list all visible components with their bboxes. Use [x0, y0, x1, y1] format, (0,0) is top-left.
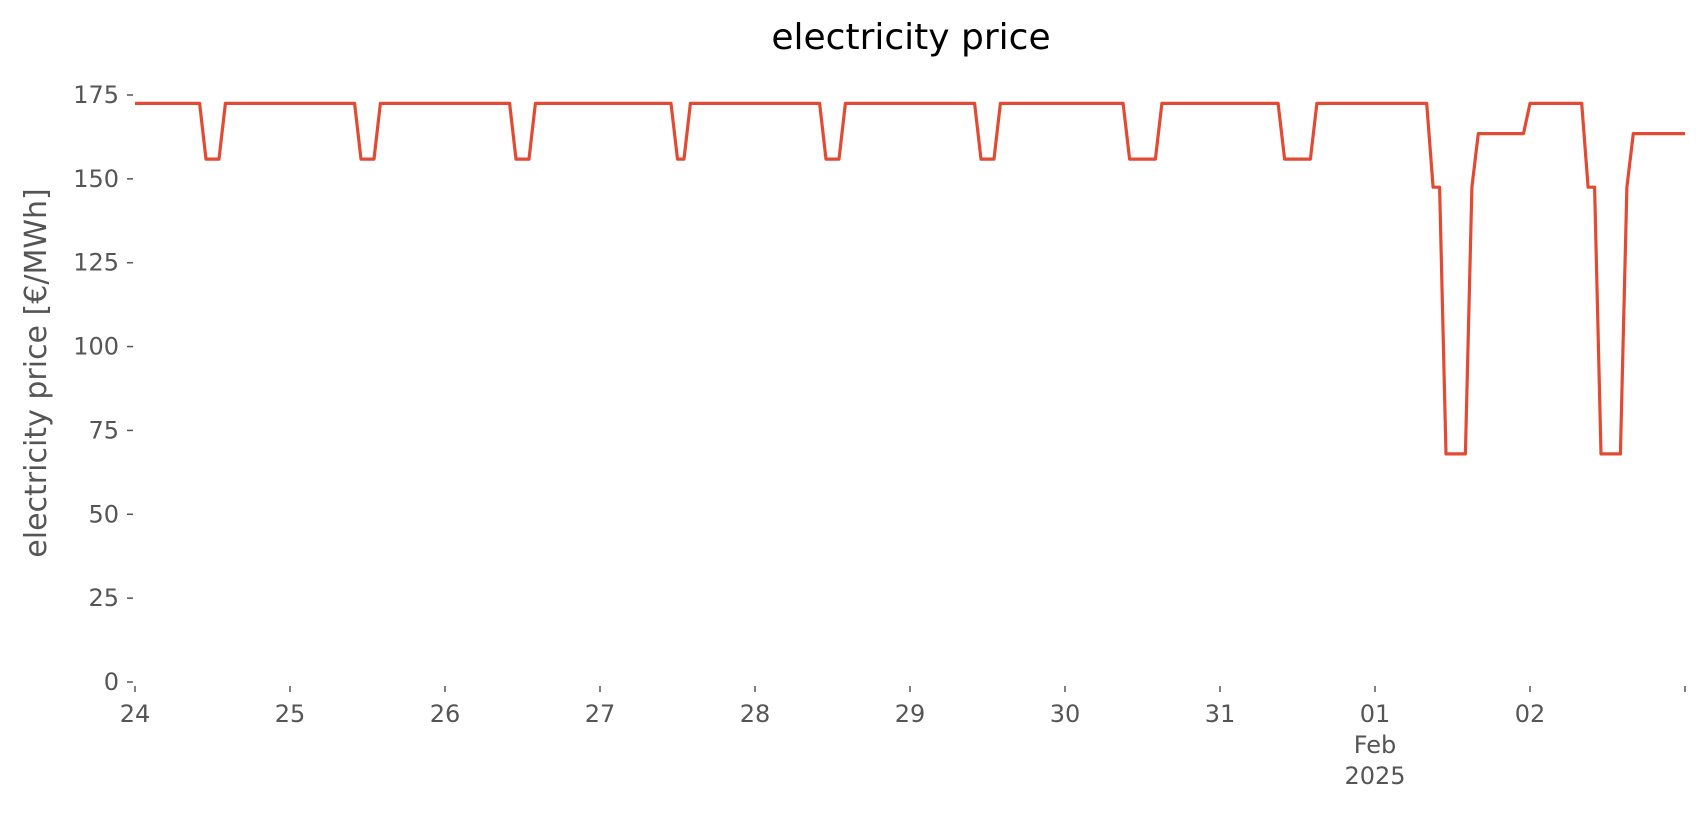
x-tick-label: 25 — [275, 700, 306, 728]
x-tick-label-line: 26 — [430, 700, 461, 728]
x-tick-label: 02 — [1515, 700, 1546, 728]
x-tick-label-line: 31 — [1205, 700, 1236, 728]
x-tick-label: 28 — [740, 700, 771, 728]
y-tick-label: 125 — [73, 249, 119, 277]
y-tick-label: 50 — [88, 500, 119, 528]
x-tick-label-line: 2025 — [1344, 762, 1405, 790]
y-tick-label: 0 — [104, 668, 119, 696]
x-tick-label-line: 01 — [1360, 700, 1391, 728]
x-tick-label: 30 — [1050, 700, 1081, 728]
y-tick-label: 75 — [88, 416, 119, 444]
x-tick-label-line: 29 — [895, 700, 926, 728]
x-tick-label: 29 — [895, 700, 926, 728]
x-tick-label-line: 30 — [1050, 700, 1081, 728]
x-tick-label-line: Feb — [1354, 731, 1397, 759]
x-tick-label: 26 — [430, 700, 461, 728]
price-line — [135, 101, 1685, 456]
x-tick-label: 27 — [585, 700, 616, 728]
y-axis-label: electricity price [€/MWh] — [19, 188, 54, 557]
x-tick-label-line: 27 — [585, 700, 616, 728]
y-tick-label: 175 — [73, 81, 119, 109]
y-tick-label: 100 — [73, 333, 119, 361]
x-tick-label-line: 24 — [120, 700, 151, 728]
series-layer — [135, 101, 1685, 456]
x-tick-label-line: 25 — [275, 700, 306, 728]
x-tick-label-line: 02 — [1515, 700, 1546, 728]
x-tick-label: 31 — [1205, 700, 1236, 728]
y-tick-label: 25 — [88, 584, 119, 612]
chart-title: electricity price — [771, 17, 1050, 58]
y-axis: 0 25 50 75 100 125 150 175 — [73, 81, 133, 696]
x-tick-label: 24 — [120, 700, 151, 728]
x-tick-label-line: 28 — [740, 700, 771, 728]
y-tick-label: 150 — [73, 165, 119, 193]
